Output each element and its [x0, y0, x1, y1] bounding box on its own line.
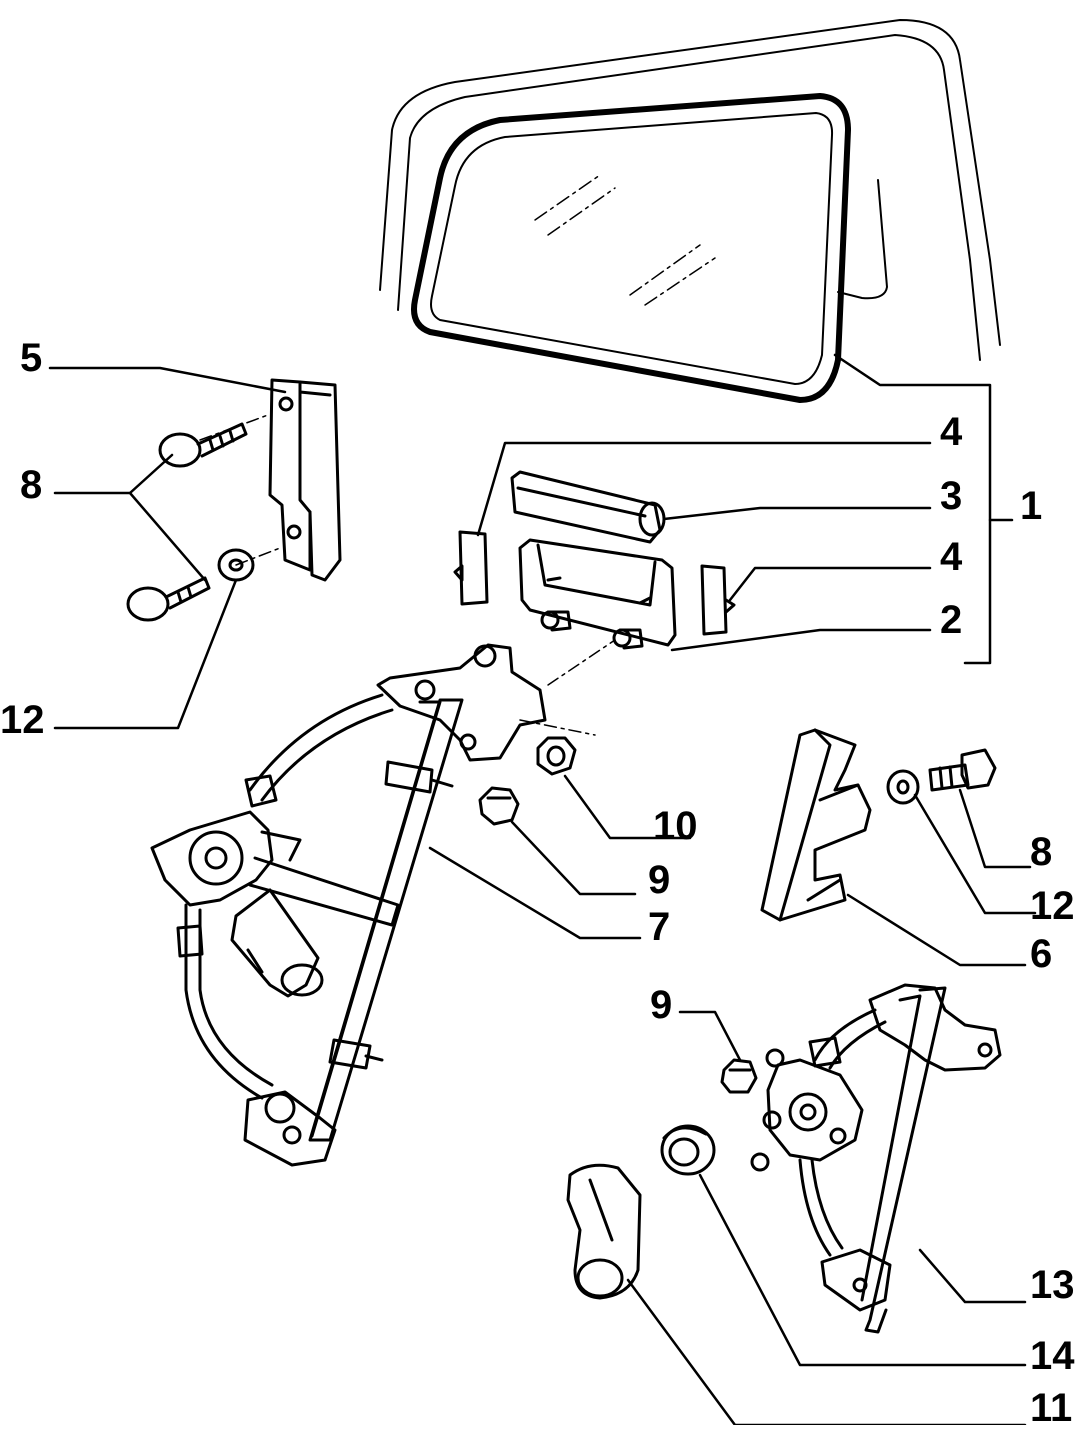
- callout-4: 4: [940, 535, 963, 579]
- callout-6: 6: [1030, 932, 1053, 976]
- callout-12: 12: [0, 698, 45, 742]
- window-glass: [411, 93, 851, 403]
- callout-9: 9: [648, 858, 671, 902]
- alignment-lines: [199, 414, 616, 736]
- part-4-clips: [453, 530, 736, 636]
- part-2-glass-bracket: [518, 538, 677, 650]
- part-3-felt-block: [510, 470, 666, 544]
- part-8-screws-left: [126, 422, 248, 622]
- callout-11: 11: [1030, 1386, 1073, 1430]
- part-8-bolt-right: [928, 748, 997, 792]
- door-frame: [379, 19, 1001, 361]
- callout-9: 9: [650, 983, 673, 1027]
- part-9-nut-upper: [478, 786, 520, 826]
- part-14-grommet: [660, 1124, 716, 1176]
- callout-10: 10: [653, 804, 698, 848]
- callout-7: 7: [648, 905, 671, 949]
- part-13-manual-regulator: [750, 983, 1002, 1334]
- part-9-nut-lower: [720, 1058, 758, 1094]
- callout-8: 8: [1030, 830, 1053, 874]
- callout-3: 3: [940, 474, 963, 518]
- leader-lines: [48, 353, 1037, 1425]
- callout-2: 2: [940, 598, 963, 642]
- callout-8: 8: [20, 463, 43, 507]
- part-6-front-guide: [760, 728, 872, 922]
- part-7-electric-regulator: [150, 643, 547, 1167]
- callout-4: 4: [940, 410, 963, 454]
- callout-1: 1: [1020, 484, 1043, 528]
- part-5-guide-channel: [268, 378, 342, 582]
- callout-13: 13: [1030, 1263, 1075, 1307]
- part-11-crank-handle: [566, 1163, 642, 1300]
- part-10-nut: [536, 736, 577, 776]
- callout-14: 14: [1030, 1334, 1075, 1378]
- callout-12: 12: [1030, 884, 1075, 928]
- callout-5: 5: [20, 336, 43, 380]
- part-12-washer-right: [886, 769, 920, 805]
